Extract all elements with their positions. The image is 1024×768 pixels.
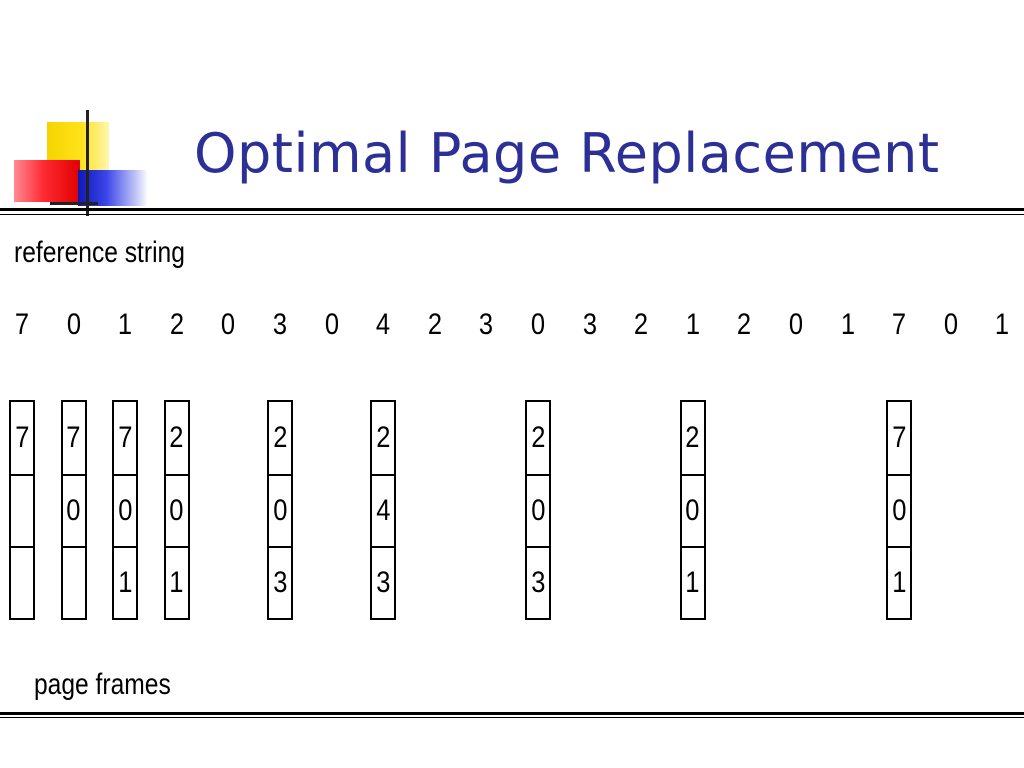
page-frame-value: 3	[376, 566, 391, 599]
page-frame-column: 7 0 1	[886, 400, 913, 620]
page-frame-value: 0	[118, 494, 133, 527]
reference-digit: 1	[995, 308, 1010, 341]
reference-digit: 0	[221, 308, 236, 341]
page-frame-cell: 0	[527, 474, 549, 546]
reference-digit: 0	[943, 308, 958, 341]
bottom-divider-thin	[0, 717, 1024, 718]
reference-digit: 2	[169, 308, 184, 341]
page-frame-value: 2	[376, 421, 391, 454]
top-divider-thin	[0, 214, 1024, 215]
page-frame-cell: 1	[114, 546, 137, 618]
page-frame-value: 0	[66, 494, 81, 527]
reference-digit: 0	[324, 308, 339, 341]
page-frame-cell: 3	[372, 546, 395, 618]
page-frame-cell: 2	[372, 402, 394, 474]
page-frame-value: 0	[530, 494, 546, 527]
page-frame-value: 2	[272, 421, 288, 454]
page-frame-value: 1	[892, 566, 907, 599]
page-frame-value: 0	[272, 494, 288, 527]
slide-logo	[0, 100, 150, 220]
reference-digit: 7	[892, 308, 907, 341]
page-frame-cell: 2	[269, 402, 291, 474]
page-frame-cell	[62, 546, 85, 618]
page-frame-cell: 1	[681, 546, 704, 618]
page-frame-value: 0	[685, 494, 700, 527]
reference-digit: 0	[66, 308, 81, 341]
page-frame-cell: 3	[527, 546, 549, 618]
page-frame-value: 7	[66, 421, 81, 454]
page-frame-cell	[11, 474, 33, 546]
page-frame-cell: 4	[372, 474, 395, 546]
logo-horizontal-line	[50, 202, 98, 205]
page-frame-value: 1	[685, 566, 700, 599]
page-frame-column: 2 4 3	[370, 400, 397, 620]
page-frame-column: 2 0 1	[163, 400, 190, 620]
page-frame-value: 2	[169, 421, 184, 454]
reference-digit: 3	[272, 308, 288, 341]
page-frame-value: 2	[530, 421, 546, 454]
reference-digit: 1	[840, 308, 855, 341]
page-frame-value: 7	[892, 421, 907, 454]
slide-title: Optimal Page Replacement	[194, 122, 940, 185]
page-frame-cell: 0	[114, 474, 137, 546]
logo-vertical-line	[86, 110, 89, 216]
page-frame-column: 7 0 1	[112, 400, 139, 620]
page-frame-cell: 2	[166, 402, 188, 474]
page-frame-cell: 7	[114, 402, 136, 474]
reference-digit: 0	[788, 308, 804, 341]
page-frame-cell: 3	[269, 546, 291, 618]
page-frame-cell: 0	[269, 474, 291, 546]
reference-digit: 2	[737, 308, 752, 341]
reference-digit: 3	[479, 308, 494, 341]
page-frame-value: 1	[169, 566, 184, 599]
page-frame-value: 7	[118, 421, 133, 454]
reference-digit: 2	[634, 308, 649, 341]
page-frame-cell	[11, 546, 33, 618]
page-frame-cell: 0	[681, 474, 704, 546]
reference-digit: 3	[582, 308, 597, 341]
page-frame-value: 4	[376, 494, 391, 527]
page-frame-column: 2 0 3	[525, 400, 551, 620]
page-frame-value: 0	[169, 494, 184, 527]
page-frame-cell: 1	[888, 546, 911, 618]
page-frames-label: page frames	[34, 668, 171, 701]
page-frame-column: 7	[9, 400, 35, 620]
bottom-divider-thick	[0, 712, 1024, 715]
page-frame-value: 2	[685, 421, 700, 454]
page-frame-cell: 0	[62, 474, 85, 546]
reference-string-label: reference string	[14, 236, 185, 269]
page-frame-value: 3	[530, 566, 546, 599]
logo-blue-square	[78, 170, 148, 206]
page-frame-cell: 0	[888, 474, 911, 546]
page-frame-column: 2 0 1	[679, 400, 706, 620]
page-frame-column: 2 0 3	[267, 400, 293, 620]
page-frame-value: 1	[118, 566, 133, 599]
reference-digit: 4	[376, 308, 391, 341]
reference-digit: 1	[118, 308, 133, 341]
top-divider-thick	[0, 208, 1024, 211]
logo-red-square	[14, 160, 80, 202]
page-frame-cell: 2	[527, 402, 549, 474]
page-frame-value: 7	[14, 421, 30, 454]
page-frame-cell: 7	[11, 402, 33, 474]
reference-digit: 0	[530, 308, 546, 341]
page-frame-cell: 0	[165, 474, 188, 546]
reference-digit: 2	[427, 308, 442, 341]
reference-digit: 1	[685, 308, 700, 341]
page-frame-cell: 2	[682, 402, 704, 474]
reference-digit: 7	[14, 308, 30, 341]
page-frame-value: 3	[272, 566, 288, 599]
page-frame-cell: 7	[888, 402, 910, 474]
page-frame-value: 0	[892, 494, 907, 527]
page-frame-cell: 1	[165, 546, 188, 618]
page-frame-cell: 7	[63, 402, 85, 474]
